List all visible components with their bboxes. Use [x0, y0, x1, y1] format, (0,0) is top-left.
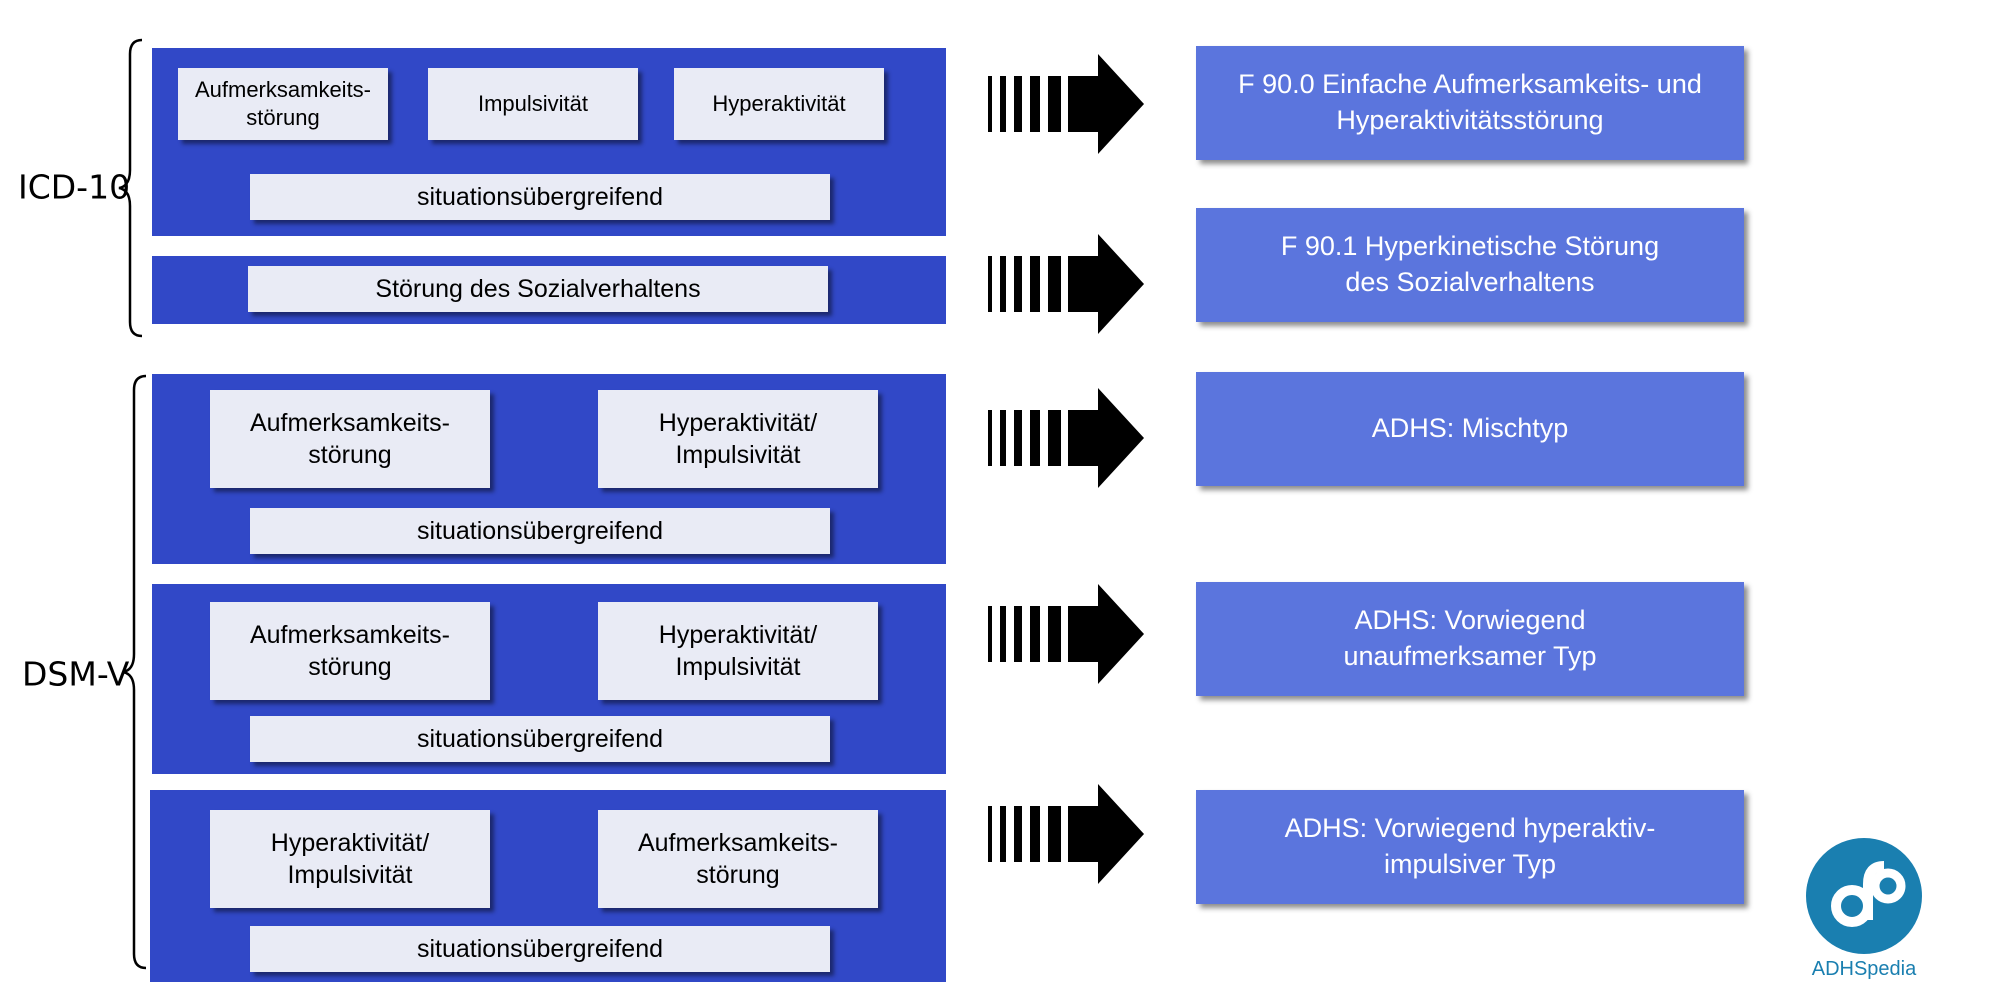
dsm-v-brace — [122, 374, 147, 970]
criterion-situational: situationsübergreifend — [250, 174, 830, 220]
criterion-situational: situationsübergreifend — [250, 508, 830, 554]
right-arrow-icon — [988, 54, 1144, 154]
result-f90-1: F 90.1 Hyperkinetische Störung des Sozia… — [1196, 208, 1744, 322]
criterion-hyperactivity-impulsivity: Hyperaktivität/ Impulsivität — [598, 390, 878, 488]
right-arrow-icon — [988, 388, 1144, 488]
criterion-social-behaviour: Störung des Sozialverhaltens — [248, 266, 828, 312]
result-adhs-hyperaktiv: ADHS: Vorwiegend hyperaktiv- impulsiver … — [1196, 790, 1744, 904]
criterion-hyperactivity-impulsivity: Hyperaktivität/ Impulsivität — [210, 810, 490, 908]
criterion-situational: situationsübergreifend — [250, 926, 830, 972]
criterion-impulsivity: Impulsivität — [428, 68, 638, 140]
criterion-hyperactivity: Hyperaktivität — [674, 68, 884, 140]
adhspedia-logo-text: ADHSpedia — [1811, 958, 1917, 980]
criterion-attention-disorder: Aufmerksamkeits- störung — [178, 68, 388, 140]
criterion-hyperactivity-impulsivity: Hyperaktivität/ Impulsivität — [598, 602, 878, 700]
criterion-attention-disorder: Aufmerksamkeits- störung — [210, 390, 490, 488]
criterion-situational: situationsübergreifend — [250, 716, 830, 762]
dsm-v-label: DSM-V — [22, 654, 130, 694]
right-arrow-icon — [988, 234, 1144, 334]
right-arrow-icon — [988, 584, 1144, 684]
result-adhs-unaufmerksam: ADHS: Vorwiegend unaufmerksamer Typ — [1196, 582, 1744, 696]
criterion-attention-disorder: Aufmerksamkeits- störung — [210, 602, 490, 700]
right-arrow-icon — [988, 784, 1144, 884]
result-f90-0: F 90.0 Einfache Aufmerksamkeits- und Hyp… — [1196, 46, 1744, 160]
icd-10-brace — [118, 38, 143, 338]
icd-10-label: ICD-10 — [18, 167, 131, 207]
result-adhs-mischtyp: ADHS: Mischtyp — [1196, 372, 1744, 486]
adhspedia-logo-icon — [1806, 838, 1922, 954]
criterion-attention-disorder: Aufmerksamkeits- störung — [598, 810, 878, 908]
